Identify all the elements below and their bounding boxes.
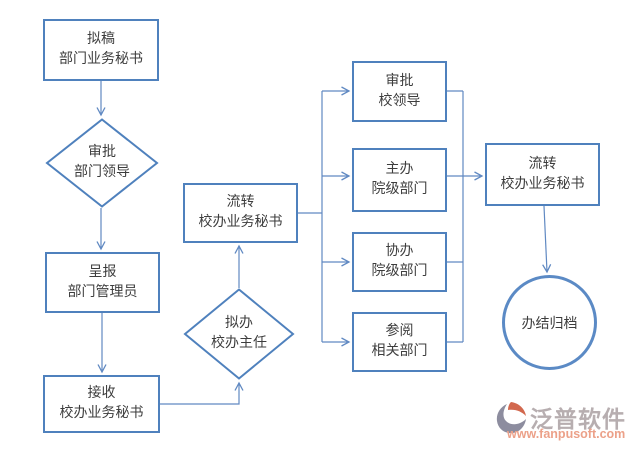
diamond-shape [183,288,295,380]
node-draft-handle-role: 校办主任 [211,336,267,351]
node-draft-role: 部门业务秘书 [59,52,143,67]
watermark-brand: 泛普软件 [530,406,626,432]
node-archive-label: 办结归档 [521,316,578,332]
node-circulate-final-action: 流转 [528,156,557,172]
node-reference-dept: 参阅 相关部门 [352,312,447,372]
node-host-dept-role: 院级部门 [371,182,428,197]
node-host-dept-action: 主办 [385,162,414,177]
node-school-leader-review-action: 审批 [385,73,414,89]
node-draft-handle-action: 拟办 [225,316,253,331]
node-archive: 办结归档 [502,275,597,370]
node-circulate-final-role: 校办业务秘书 [500,176,585,192]
node-dept-leader-review: 审批 部门领导 [45,118,159,208]
node-reference-dept-action: 参阅 [385,324,414,339]
edge-collect-line [447,90,464,343]
node-receive-role: 校办业务秘书 [59,406,144,421]
fanpu-logo-icon [496,402,526,434]
node-reference-dept-role: 相关部门 [371,344,428,359]
node-receive: 接收 校办业务秘书 [43,375,160,433]
watermark: 泛普软件 www.fanpusoft.com [494,398,630,444]
node-dept-leader-review-role: 部门领导 [74,165,130,180]
node-receive-action: 接收 [87,386,116,401]
node-dept-leader-review-action: 审批 [88,145,116,160]
edge-receive-to-drafthandle [160,381,244,405]
node-draft-action: 拟稿 [87,32,115,47]
node-assist-dept-action: 协办 [385,244,414,259]
node-draft-handle: 拟办 校办主任 [183,288,295,380]
node-submit-action: 呈报 [88,264,117,280]
node-circulate-mid: 流转 校办业务秘书 [183,183,298,243]
watermark-url: www.fanpusoft.com [507,427,626,441]
node-submit-role: 部门管理员 [67,284,138,300]
node-circulate-final: 流转 校办业务秘书 [485,143,600,206]
node-assist-dept: 协办 院级部门 [352,232,447,292]
edge-to-archive [542,205,552,274]
edge-circulate-distribution [298,91,323,342]
node-school-leader-review-role: 校领导 [378,93,421,109]
node-circulate-mid-action: 流转 [226,195,255,210]
node-assist-dept-role: 院级部门 [371,264,428,279]
node-draft: 拟稿 部门业务秘书 [43,19,159,81]
node-submit: 呈报 部门管理员 [45,252,160,313]
node-school-leader-review: 审批 校领导 [352,61,447,122]
node-host-dept: 主办 院级部门 [352,148,447,212]
diamond-shape [45,118,159,208]
node-circulate-mid-role: 校办业务秘书 [198,215,283,230]
